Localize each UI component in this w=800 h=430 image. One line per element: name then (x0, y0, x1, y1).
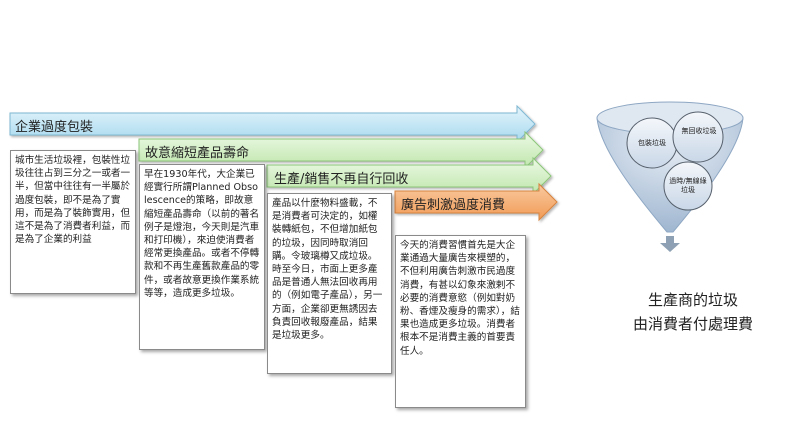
funnel-down-arrow (660, 236, 680, 252)
funnel-circle-3 (663, 161, 713, 211)
stage-box-2: 早在1930年代，大企業已經實行所謂Planned Obsolescence的策… (139, 164, 265, 350)
stage-title-2: 故意縮短產品壽命 (145, 146, 250, 161)
funnel-item-2: 無回收垃圾 (681, 127, 717, 135)
result-line-1: 生產商的垃圾 (647, 291, 738, 309)
arrow-band-3 (266, 156, 552, 196)
arrow-band-4 (394, 182, 558, 222)
funnel (596, 101, 744, 252)
stage-title-3: 生產/銷售不再自行回收 (274, 172, 409, 187)
funnel-circle-2 (672, 111, 724, 163)
stage-box-3: 產品以什麼物料盛載，不是消費者可決定的，如權裝轉紙包，不但增加紙包的垃圾，因同時… (267, 193, 392, 374)
funnel-item-1: 包裝垃圾 (638, 139, 666, 147)
stage-title-4: 廣告刺激過度消費 (401, 198, 506, 213)
stage-box-1: 城市生活垃圾裡，包裝性垃圾往往占到三分之一或者一半，但當中往往有一半屬於過度包裝… (10, 150, 136, 294)
result-line-2: 由消費者付處理費 (632, 315, 753, 333)
stage-box-4: 今天的消費習慣首先是大企業通過大量廣告來模塑的，不但利用廣告刺激市民過度消費，有… (395, 235, 526, 408)
stage-title-1: 企業過度包裝 (15, 120, 94, 135)
funnel-item-3: 過時/無線綠垃圾 (669, 177, 707, 194)
